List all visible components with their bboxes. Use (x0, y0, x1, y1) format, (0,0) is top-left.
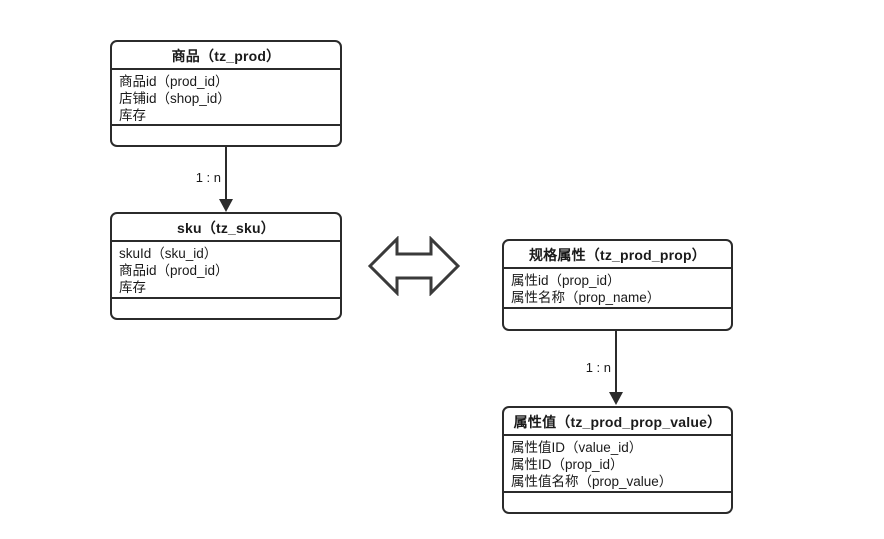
connector-prod-to-sku: 1 : n (196, 147, 233, 212)
attribute-row: 属性ID（prop_id） (511, 457, 624, 472)
entity-tz-prod-prop-header: 规格属性（tz_prod_prop） (504, 241, 731, 269)
entity-tz-prod-prop-value[interactable]: 属性值（tz_prod_prop_value） 属性值ID（value_id） … (502, 406, 733, 514)
attribute-row: 商品id（prod_id） (119, 263, 229, 278)
attribute-row: skuId（sku_id） (119, 246, 218, 261)
attribute-row: 属性id（prop_id） (511, 273, 621, 288)
entity-tz-prod-prop-footer (504, 309, 731, 329)
entity-tz-prod-prop[interactable]: 规格属性（tz_prod_prop） 属性id（prop_id） 属性名称（pr… (502, 239, 733, 331)
entity-tz-prod-prop-value-header: 属性值（tz_prod_prop_value） (504, 408, 731, 436)
entity-tz-sku-footer (112, 299, 340, 318)
entity-tz-prod-prop-attributes: 属性id（prop_id） 属性名称（prop_name） (504, 269, 731, 309)
entity-tz-prod-header: 商品（tz_prod） (112, 42, 340, 70)
bidirectional-arrow-svg (367, 235, 461, 297)
attribute-row: 库存 (119, 108, 146, 123)
connector-prop-to-prop-value: 1 : n (586, 331, 623, 406)
attribute-row: 商品id（prod_id） (119, 74, 229, 89)
connector-arrowhead (609, 392, 623, 405)
attribute-row: 属性名称（prop_name） (511, 290, 661, 305)
entity-tz-prod-prop-value-footer (504, 493, 731, 512)
attribute-row: 属性值ID（value_id） (511, 440, 643, 455)
entity-tz-prod-prop-value-attributes: 属性值ID（value_id） 属性ID（prop_id） 属性值名称（prop… (504, 436, 731, 493)
connector-line (225, 147, 227, 200)
attribute-row: 库存 (119, 280, 146, 295)
connector-arrowhead (219, 199, 233, 212)
connector-line (615, 331, 617, 393)
entity-tz-sku[interactable]: sku（tz_sku） skuId（sku_id） 商品id（prod_id） … (110, 212, 342, 320)
entity-tz-sku-attributes: skuId（sku_id） 商品id（prod_id） 库存 (112, 242, 340, 299)
entity-tz-prod[interactable]: 商品（tz_prod） 商品id（prod_id） 店铺id（shop_id） … (110, 40, 342, 147)
connector-label-1n: 1 : n (195, 170, 221, 185)
attribute-row: 属性值名称（prop_value） (511, 474, 673, 489)
entity-tz-sku-header: sku（tz_sku） (112, 214, 340, 242)
connector-label-1n: 1 : n (585, 360, 611, 375)
entity-tz-prod-attributes: 商品id（prod_id） 店铺id（shop_id） 库存 (112, 70, 340, 126)
entity-tz-prod-footer (112, 126, 340, 145)
attribute-row: 店铺id（shop_id） (119, 91, 231, 106)
bidirectional-arrow-icon (367, 235, 461, 297)
